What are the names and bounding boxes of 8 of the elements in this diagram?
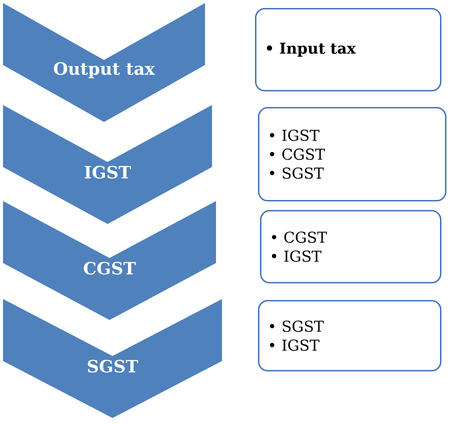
text-box: • CGST • IGST [260,210,442,284]
text-box: • IGST • CGST • SGST [258,107,446,202]
process-step: Output tax [3,3,205,122]
process-step: IGST [3,105,212,224]
text-box: • SGST • IGST [258,300,442,372]
process-step: CGST [3,201,216,320]
text-box: • Input tax [255,8,442,92]
process-step: SGST [3,299,222,418]
